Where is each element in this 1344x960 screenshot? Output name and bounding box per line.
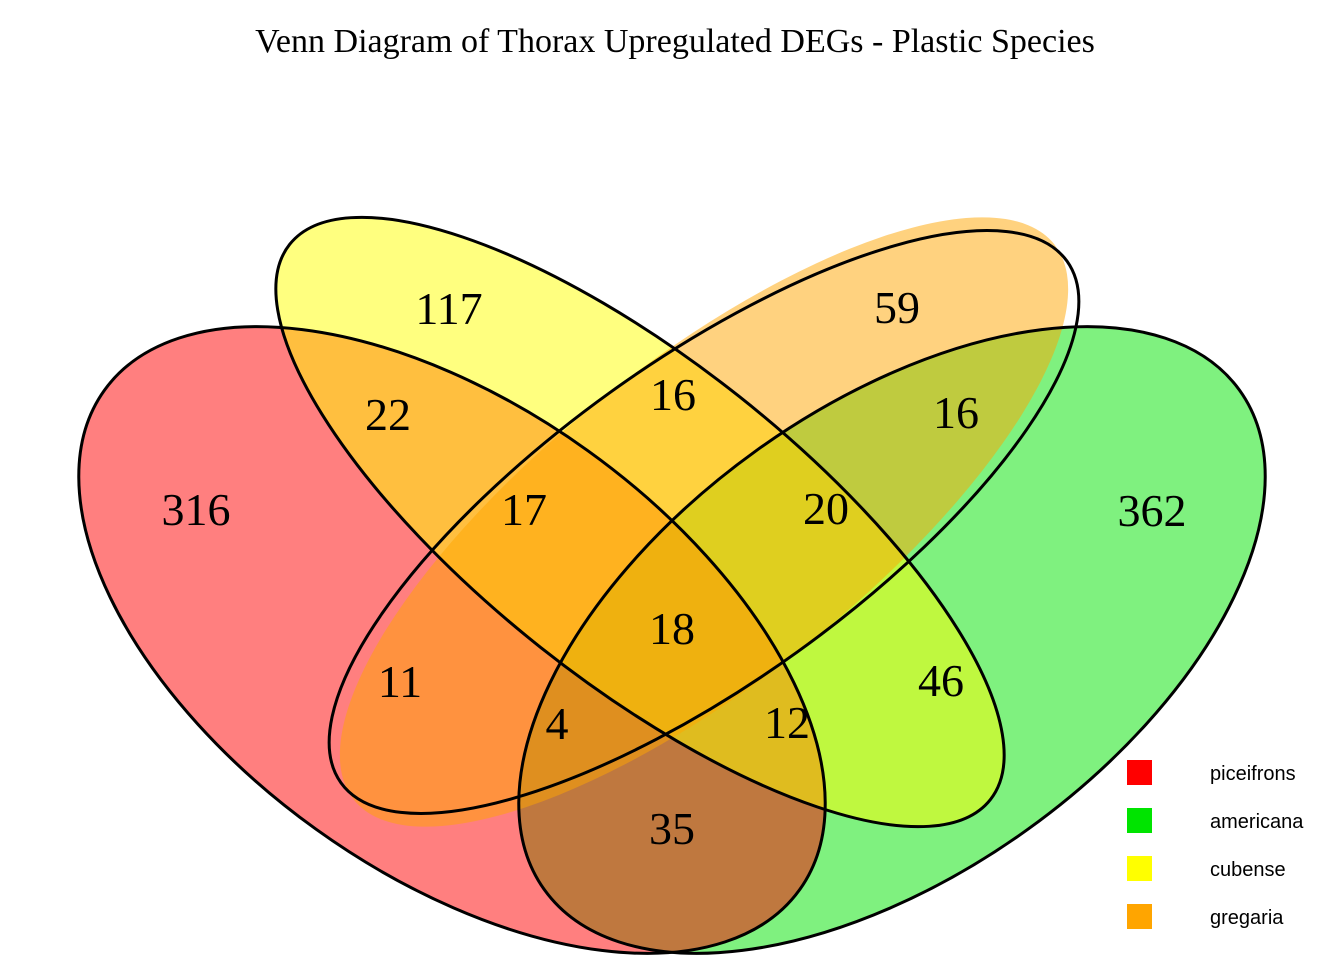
region-count-piceifrons-gregaria-americana: 4 bbox=[546, 698, 569, 749]
region-count-cubense-americana: 46 bbox=[918, 655, 964, 706]
region-count-americana: 362 bbox=[1118, 485, 1187, 536]
region-count-piceifrons: 316 bbox=[162, 484, 231, 535]
ellipse-outline-piceifrons bbox=[77, 325, 827, 955]
legend-swatch-gregaria bbox=[1127, 904, 1152, 929]
ellipse-fill-gregaria bbox=[339, 217, 1069, 827]
region-counts: 316 362 117 59 22 16 16 11 46 35 17 20 4… bbox=[162, 282, 1187, 854]
venn-ellipse-outlines bbox=[77, 215, 1267, 955]
region-count-piceifrons-cubense-americana: 12 bbox=[764, 697, 810, 748]
legend: piceifrons americana cubense gregaria bbox=[1127, 760, 1304, 929]
region-count-gregaria-americana: 16 bbox=[933, 387, 979, 438]
region-count-cubense-gregaria-americana: 20 bbox=[803, 483, 849, 534]
region-count-piceifrons-cubense: 22 bbox=[365, 389, 411, 440]
region-count-cubense: 117 bbox=[415, 283, 482, 334]
region-count-piceifrons-americana: 35 bbox=[649, 803, 695, 854]
legend-swatch-piceifrons bbox=[1127, 760, 1152, 785]
region-count-all-four: 18 bbox=[649, 603, 695, 654]
legend-item-americana: americana bbox=[1127, 808, 1304, 833]
ellipse-outline-cubense bbox=[274, 215, 1006, 829]
legend-label-piceifrons: piceifrons bbox=[1210, 763, 1296, 785]
legend-item-cubense: cubense bbox=[1127, 856, 1286, 881]
legend-swatch-cubense bbox=[1127, 856, 1152, 881]
ellipse-outline-gregaria bbox=[327, 229, 1081, 815]
venn-ellipse-fills bbox=[78, 217, 1266, 954]
region-count-gregaria: 59 bbox=[874, 282, 920, 333]
legend-label-americana: americana bbox=[1210, 811, 1304, 833]
legend-label-gregaria: gregaria bbox=[1210, 907, 1284, 929]
legend-item-piceifrons: piceifrons bbox=[1127, 760, 1296, 785]
legend-item-gregaria: gregaria bbox=[1127, 904, 1284, 929]
chart-title: Venn Diagram of Thorax Upregulated DEGs … bbox=[255, 23, 1095, 60]
region-count-piceifrons-cubense-gregaria: 17 bbox=[501, 484, 547, 535]
region-count-piceifrons-gregaria: 11 bbox=[378, 656, 422, 707]
region-count-cubense-gregaria: 16 bbox=[650, 369, 696, 420]
legend-swatch-americana bbox=[1127, 808, 1152, 833]
legend-label-cubense: cubense bbox=[1210, 859, 1286, 881]
ellipse-outline-americana bbox=[517, 325, 1267, 955]
